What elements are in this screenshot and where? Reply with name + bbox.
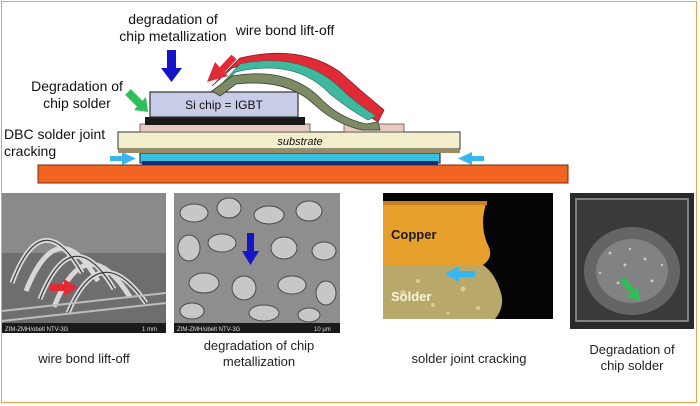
solder-label: Solder — [391, 289, 431, 304]
arrow-metallization — [161, 50, 182, 82]
photo-solder-joint: Copper Solder — [383, 193, 553, 319]
caption-solder-joint: solder joint cracking — [411, 351, 527, 366]
arrow-dbc-left — [110, 152, 136, 165]
photo4-green-arrow — [619, 277, 640, 301]
si-chip — [149, 91, 299, 118]
baseplate — [37, 164, 569, 184]
caption-chip-solder: Degradation of chip solder — [589, 342, 675, 373]
svg-text:10 μm: 10 μm — [314, 327, 331, 333]
label-dbc-solder: DBC solder joint cracking — [4, 126, 106, 159]
chip-solder — [145, 117, 305, 125]
svg-text:1 mm: 1 mm — [142, 327, 157, 333]
photo3-cyan-arrow — [445, 266, 475, 282]
copper-label: Copper — [391, 227, 437, 242]
substrate-shadow — [118, 149, 460, 153]
photo-wire-bond-sem: ZIM-ZMH/obelt NTV-3G 1 mm — [2, 193, 166, 333]
copper-pad-left — [139, 123, 311, 133]
svg-text:ZIM-ZMH/obelt NTV-3G: ZIM-ZMH/obelt NTV-3G — [5, 327, 69, 333]
arrow-chip-solder — [125, 89, 148, 112]
bond-wire — [211, 73, 381, 131]
chip-label: Si chip = IGBT — [185, 98, 263, 112]
caption-metallization: degradation of chip metallization — [203, 338, 315, 369]
label-wire-bond: wire bond lift-off — [235, 22, 335, 38]
photo1-red-arrow — [50, 279, 78, 296]
substrate-label: substrate — [277, 136, 322, 148]
arrow-wire-bond — [207, 54, 237, 82]
caption-wire-bond: wire bond lift-off — [38, 351, 130, 366]
photo-chip-solder — [570, 193, 694, 329]
dbc-solder-layer — [142, 161, 438, 165]
label-metallization: degradation of chip metallization — [119, 11, 227, 44]
svg-text:ZIM-ZMH/obelt NTV-3G: ZIM-ZMH/obelt NTV-3G — [177, 327, 241, 333]
label-chip-solder: Degradation of chip solder — [31, 78, 123, 111]
photo2-blue-arrow — [242, 233, 259, 265]
arrow-dbc-right — [458, 152, 484, 165]
photo-metallization-sem: ZIM-ZMH/obelt NTV-3G 10 μm — [174, 193, 340, 333]
bond-wire-mid — [217, 60, 377, 121]
cross-section-diagram: substrate Si chip = IGBT — [37, 50, 569, 184]
